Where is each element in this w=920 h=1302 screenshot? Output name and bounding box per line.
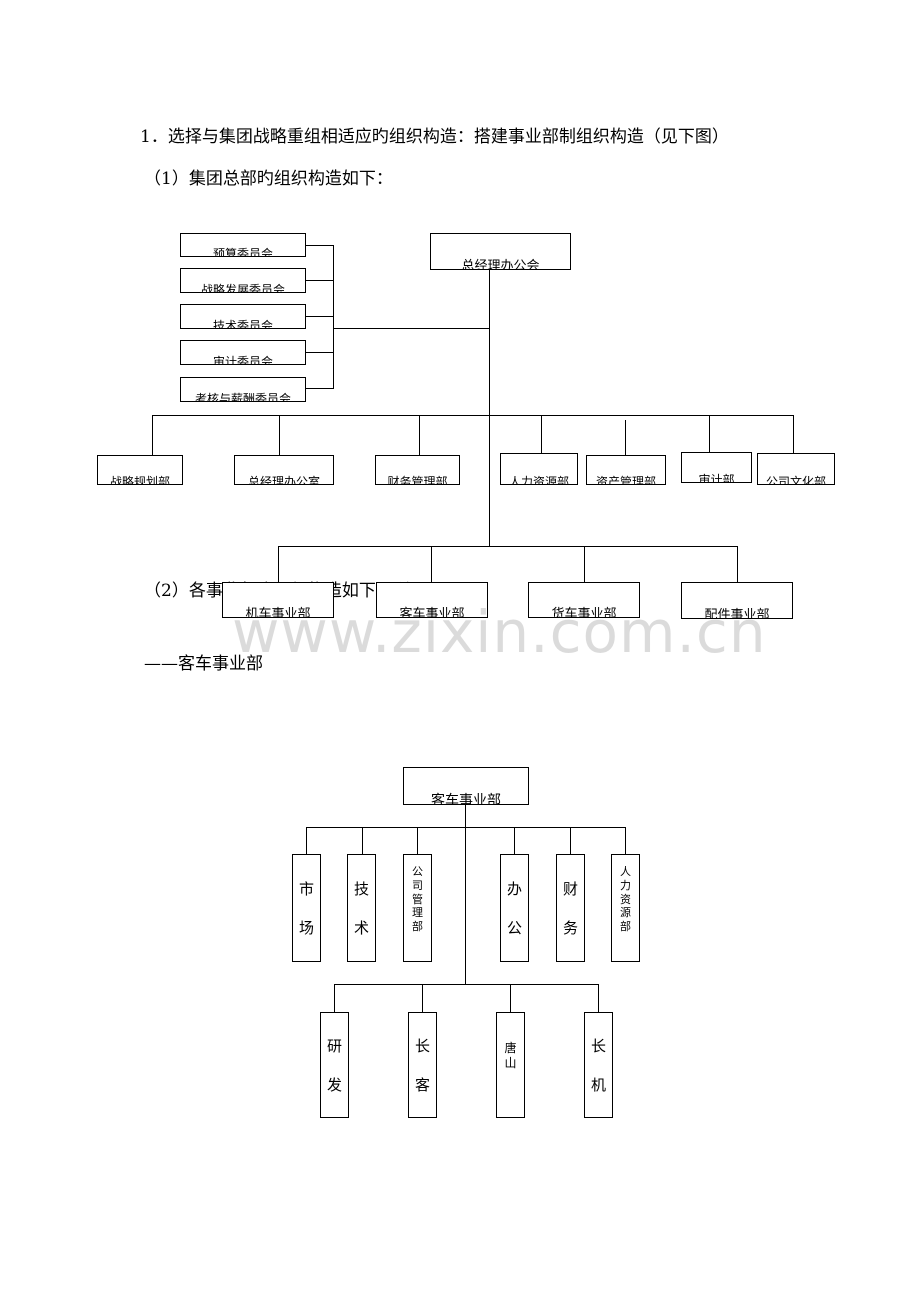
unit-drop xyxy=(306,827,308,854)
unit-box-human-resources: 人力资源部 xyxy=(611,854,640,962)
division-drop-4 xyxy=(737,546,739,582)
department-box: 审计部 xyxy=(681,452,752,483)
committee-box: 战略发展委员会 xyxy=(180,268,306,293)
division-top-box: 客车事业部 xyxy=(403,767,529,805)
department-box: 财务管理部 xyxy=(375,455,460,485)
hq-top-box: 总经理办公会 xyxy=(430,233,571,270)
watermark: www.zixin.com.cn xyxy=(232,598,767,666)
department-box: 人力资源部 xyxy=(500,453,578,485)
department-drop-2 xyxy=(279,415,281,455)
section-heading-2: （1）集团总部旳组织构造如下： xyxy=(144,169,393,189)
unit-box-tangshan: 唐山 xyxy=(496,1012,525,1118)
subheading: ——客车事业部 xyxy=(144,654,263,674)
department-box: 战略规划部 xyxy=(97,455,183,485)
department-drop-7 xyxy=(793,415,795,455)
department-drop-4 xyxy=(541,415,543,455)
division-drop-1 xyxy=(278,546,280,582)
unit-bus-line-2 xyxy=(334,984,599,986)
department-drop-1 xyxy=(152,415,154,455)
division-drop-2 xyxy=(431,546,433,582)
department-drop-5 xyxy=(625,420,627,455)
committee-box: 技术委员会 xyxy=(180,304,306,329)
department-box: 公司文化部 xyxy=(757,453,835,485)
unit-drop xyxy=(514,827,516,854)
section-heading-1: 1．选择与集团战略重组相适应旳组织构造：搭建事业部制组织构造（见下图） xyxy=(140,127,729,147)
committee-stub-2 xyxy=(305,280,334,282)
division-trunk-line xyxy=(465,804,467,984)
committee-box: 审计委员会 xyxy=(180,340,306,365)
unit-box-market: 市场 xyxy=(292,854,321,962)
department-drop-3 xyxy=(419,415,421,455)
department-box: 资产管理部 xyxy=(586,455,666,485)
unit-box-rnd: 研发 xyxy=(320,1012,349,1118)
unit-box-changke: 长客 xyxy=(408,1012,437,1118)
committee-stub-5 xyxy=(305,388,334,390)
division-box: 货车事业部 xyxy=(528,582,640,618)
committee-stub-1 xyxy=(305,245,334,247)
unit-box-office: 办公 xyxy=(500,854,529,962)
department-bus-line xyxy=(152,415,794,417)
unit-box-company-management: 公司管理部 xyxy=(403,854,432,962)
division-drop-3 xyxy=(584,546,586,582)
unit-drop xyxy=(362,827,364,854)
division-box: 客车事业部 xyxy=(376,582,488,618)
committee-link-line xyxy=(333,328,489,330)
unit-box-finance: 财务 xyxy=(556,854,585,962)
unit-box-technology: 技术 xyxy=(347,854,376,962)
division-bus-line xyxy=(278,546,738,548)
unit-box-changji: 长机 xyxy=(584,1012,613,1118)
committee-box: 预算委员会 xyxy=(180,233,306,257)
unit-drop xyxy=(334,984,336,1012)
unit-drop xyxy=(510,984,512,1012)
committee-stub-4 xyxy=(305,352,334,354)
committee-stub-3 xyxy=(305,316,334,318)
unit-drop xyxy=(625,827,627,854)
unit-drop xyxy=(570,827,572,854)
department-drop-6 xyxy=(709,415,711,455)
unit-drop xyxy=(598,984,600,1012)
department-box: 总经理办公室 xyxy=(234,455,334,485)
unit-bus-line-1 xyxy=(306,827,626,829)
hq-trunk-line xyxy=(489,269,491,546)
committee-box: 考核与薪酬委员会 xyxy=(180,377,306,402)
unit-drop xyxy=(422,984,424,1012)
division-box: 配件事业部 xyxy=(681,582,793,619)
division-box: 机车事业部 xyxy=(222,582,334,618)
unit-drop xyxy=(417,827,419,854)
